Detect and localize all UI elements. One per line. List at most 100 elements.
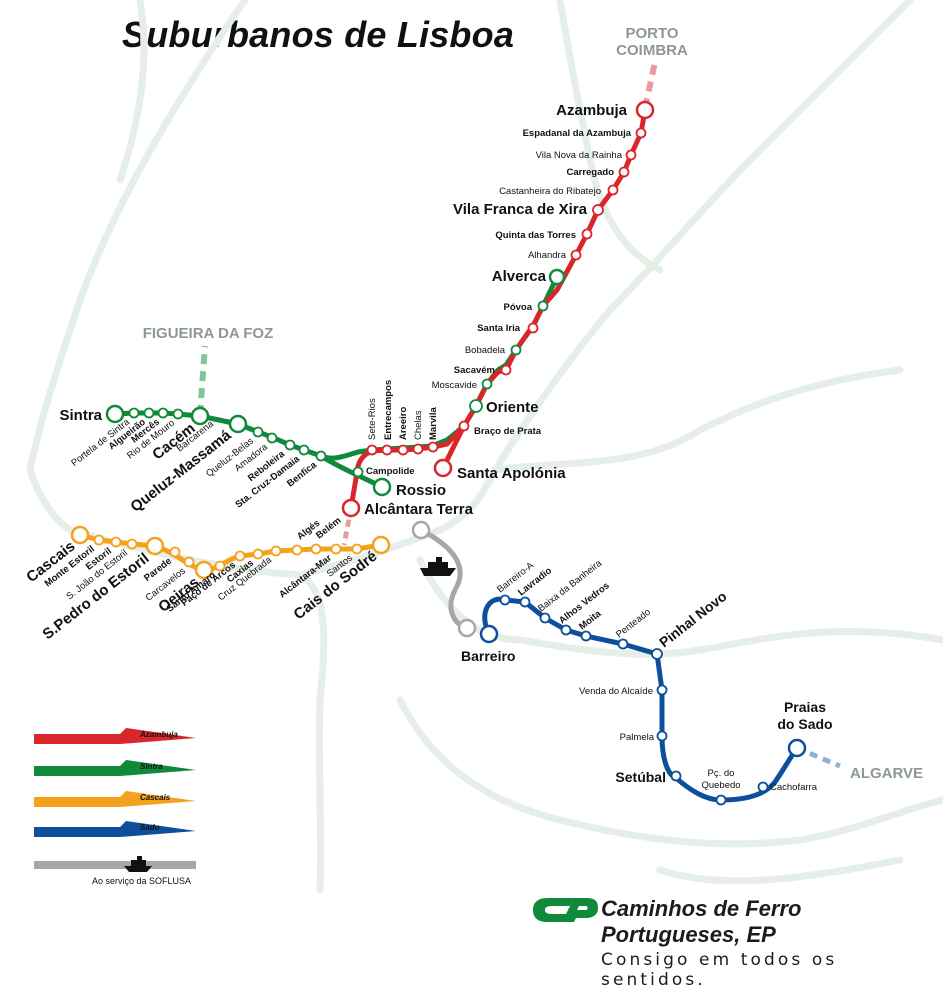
station-marker-entrecampos bbox=[381, 444, 393, 456]
legend-sintra-label: Sintra bbox=[140, 762, 163, 771]
station-marker-santos bbox=[351, 543, 363, 555]
station-marker-praias-sado bbox=[787, 738, 807, 758]
station-marker-sete-rios bbox=[366, 444, 378, 456]
station-label-sacavem: Sacavém bbox=[454, 365, 495, 376]
station-marker-azambuja bbox=[635, 100, 655, 120]
figueira-continuation bbox=[197, 345, 208, 416]
station-label-sintra: Sintra bbox=[59, 407, 102, 424]
station-marker-barreiro bbox=[479, 624, 499, 644]
porto-continuation bbox=[642, 61, 658, 109]
station-label-belem: Belém bbox=[314, 515, 343, 541]
station-label-oriente: Oriente bbox=[486, 399, 539, 416]
station-marker-cascais bbox=[70, 525, 90, 545]
legend-azambuja: Azambuja bbox=[34, 728, 196, 744]
station-marker-alcantara-mar bbox=[330, 543, 342, 555]
destination-porto-coimbra-line-2: COIMBRA bbox=[616, 42, 688, 59]
station-marker-palmela bbox=[656, 730, 668, 742]
station-marker-cachofarra bbox=[757, 781, 769, 793]
station-marker-povoa bbox=[537, 300, 549, 312]
station-marker-portela-sintra bbox=[128, 407, 140, 419]
station-marker-venda-alcaide bbox=[656, 684, 668, 696]
station-label-alcantara-terra: Alcântara Terra bbox=[364, 501, 474, 518]
operator-block: Caminhos de Ferro Portugueses, EP Consig… bbox=[601, 896, 943, 990]
station-label-palmela: Palmela bbox=[620, 732, 655, 743]
station-marker-carregado bbox=[618, 166, 630, 178]
station-label-azambuja: Azambuja bbox=[556, 102, 628, 119]
station-marker-merces bbox=[157, 407, 169, 419]
station-marker-santo-amaro bbox=[214, 560, 226, 572]
station-marker-bobadela bbox=[510, 344, 522, 356]
operator-name: Caminhos de Ferro Portugueses, EP bbox=[601, 896, 802, 947]
legend: Azambuja Sintra Cascais Sado bbox=[34, 728, 196, 886]
legend-sintra: Sintra bbox=[34, 760, 196, 776]
station-label-pc-quebedo-line-1: Pç. do bbox=[708, 768, 735, 779]
destination-algarve: ALGARVE bbox=[850, 765, 923, 782]
station-marker-paco-arcos bbox=[234, 550, 246, 562]
station-label-praias-sado-line-1: Praias bbox=[784, 699, 826, 715]
station-label-santa-iria: Santa Iria bbox=[477, 323, 520, 334]
station-label-marvila: Marvila bbox=[428, 407, 439, 440]
station-marker-moita bbox=[580, 630, 592, 642]
station-label-cais-sodre: Cais do Sodré bbox=[291, 548, 381, 623]
station-marker-benfica bbox=[315, 450, 327, 462]
station-marker-marvila bbox=[427, 441, 439, 453]
station-marker-ferry-barreiro bbox=[457, 618, 477, 638]
station-marker-setubal bbox=[670, 770, 682, 782]
station-label-quinta-torres: Quinta das Torres bbox=[495, 230, 576, 241]
station-label-penteado: Penteado bbox=[614, 607, 653, 641]
legend-azambuja-label: Azambuja bbox=[139, 730, 178, 739]
station-label-entrecampos: Entrecampos bbox=[383, 380, 394, 440]
legend-cascais-label: Cascais bbox=[140, 793, 171, 802]
station-marker-baixa-banheira bbox=[539, 612, 551, 624]
station-marker-sao-joao-estoril bbox=[126, 538, 138, 550]
legend-cascais: Cascais bbox=[34, 791, 196, 807]
station-marker-alverca bbox=[548, 268, 566, 286]
station-marker-sta-cruz-damaia bbox=[298, 444, 310, 456]
station-marker-parede bbox=[169, 546, 181, 558]
station-marker-campolide bbox=[352, 466, 364, 478]
station-label-alverca: Alverca bbox=[492, 268, 547, 285]
station-marker-chelas bbox=[412, 443, 424, 455]
station-label-chelas: Chelas bbox=[413, 410, 424, 440]
destination-porto-coimbra-line-1: PORTO bbox=[625, 25, 678, 42]
destination-figueira: FIGUEIRA DA FOZ bbox=[143, 325, 274, 342]
station-marker-monte-estoril bbox=[93, 534, 105, 546]
station-label-santa-apolonia: Santa Apolónia bbox=[457, 465, 566, 482]
station-marker-estoril bbox=[110, 536, 122, 548]
station-label-setubal: Setúbal bbox=[615, 769, 666, 785]
station-marker-alhos-vedros bbox=[560, 624, 572, 636]
station-marker-caxias bbox=[252, 548, 264, 560]
station-label-sete-rios: Sete-Rios bbox=[367, 398, 378, 440]
station-marker-sao-pedro-estoril bbox=[145, 536, 165, 556]
station-marker-sintra bbox=[105, 404, 125, 424]
station-marker-barreiro-a bbox=[499, 594, 511, 606]
station-marker-ferry-lisboa bbox=[411, 520, 431, 540]
station-marker-cais-sodre bbox=[371, 535, 391, 555]
legend-sado: Sado bbox=[34, 821, 196, 837]
station-marker-oeiras bbox=[194, 560, 214, 580]
station-marker-alcantara-terra bbox=[341, 498, 361, 518]
station-marker-pinhal-novo bbox=[651, 648, 663, 660]
station-label-alhandra: Alhandra bbox=[528, 250, 567, 261]
station-marker-rossio bbox=[372, 477, 392, 497]
station-marker-alhandra bbox=[570, 249, 582, 261]
station-label-povoa: Póvoa bbox=[503, 302, 532, 313]
station-label-barreiro: Barreiro bbox=[461, 648, 515, 664]
station-marker-espadanal bbox=[635, 127, 647, 139]
station-marker-amadora bbox=[266, 432, 278, 444]
station-marker-reboleira bbox=[284, 439, 296, 451]
page-title: Suburbanos de Lisboa bbox=[122, 14, 515, 55]
station-marker-alges bbox=[291, 544, 303, 556]
station-label-pinhal-novo: Pinhal Novo bbox=[656, 588, 730, 650]
station-marker-carcavelos bbox=[183, 556, 195, 568]
station-label-praias-sado-line-2: do Sado bbox=[777, 716, 832, 732]
station-label-moscavide: Moscavide bbox=[432, 380, 477, 391]
ferry-line bbox=[418, 527, 470, 631]
station-markers bbox=[70, 100, 807, 806]
station-marker-sacavem bbox=[500, 364, 512, 376]
legend-sado-label: Sado bbox=[140, 823, 160, 832]
cp-logo bbox=[533, 898, 598, 922]
station-label-castanheira: Castanheira do Ribatejo bbox=[499, 186, 601, 197]
operator-slogan: Consigo em todos os sentidos. bbox=[601, 950, 838, 990]
